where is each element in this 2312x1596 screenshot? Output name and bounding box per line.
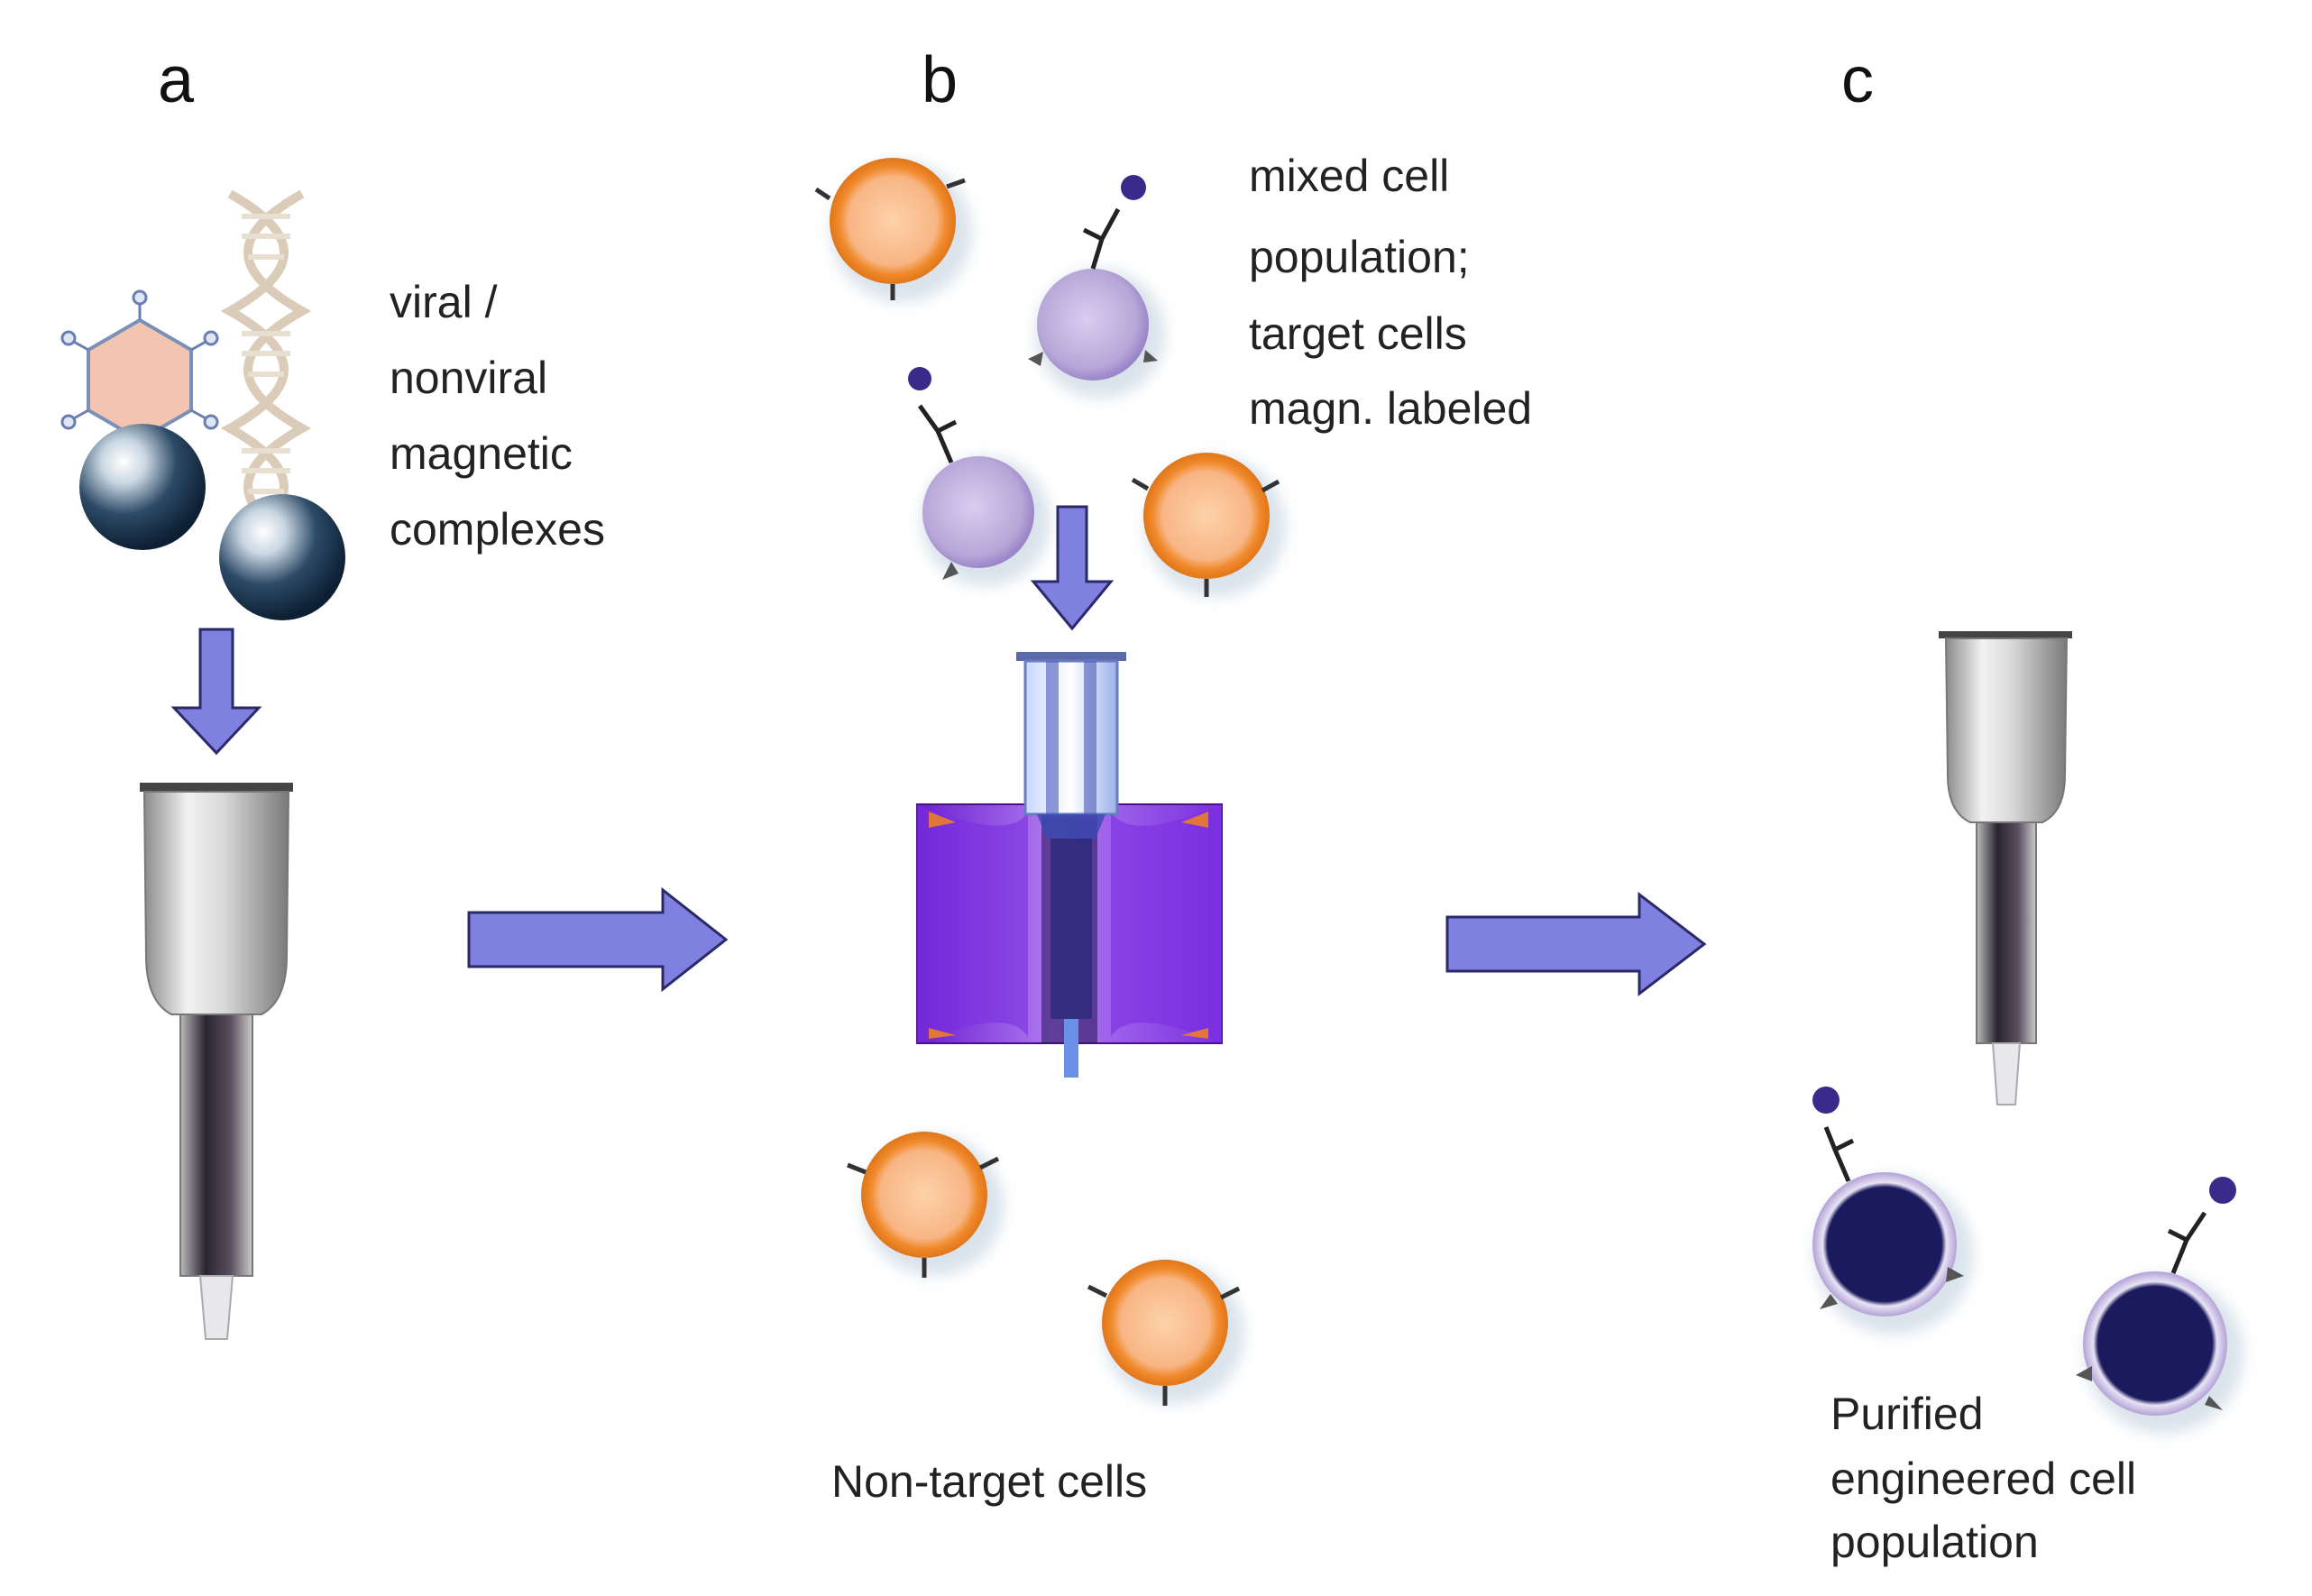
panel-a-caption-line-3: magnetic	[390, 428, 573, 479]
panel-b-caption-line-3: target cells	[1249, 308, 1467, 359]
arrow-down-icon	[1030, 505, 1115, 631]
panel-b-caption-line-4: magn. labeled	[1249, 383, 1532, 434]
panel-letter-c: c	[1841, 44, 1874, 116]
cell-icon	[2076, 1177, 2243, 1434]
arrow-right-icon	[1445, 891, 1707, 997]
panel-b-caption-line-2: population;	[1249, 232, 1470, 282]
panel-c-caption-line-2: engineered cell	[1830, 1454, 2136, 1504]
antibody-icon	[908, 367, 958, 463]
cell-icon	[847, 1132, 1004, 1278]
panel-letter-b: b	[922, 44, 958, 116]
cell-icon	[1087, 1260, 1244, 1406]
panel-letter-a: a	[158, 44, 195, 116]
panel-b-bottom-caption: Non-target cells	[831, 1456, 1147, 1507]
cell-icon	[1131, 453, 1286, 597]
arrow-down-icon	[170, 628, 262, 756]
column-icon	[140, 783, 293, 1340]
viral-complex-group	[60, 189, 345, 620]
dna-helix-icon	[220, 189, 312, 550]
antibody-icon	[1812, 1087, 1855, 1182]
antibody-icon	[2167, 1177, 2236, 1274]
cell-icon	[1812, 1087, 1973, 1335]
panel-a-caption-line-2: nonviral	[390, 353, 547, 403]
panel-c-caption-line-1: Purified	[1830, 1389, 1984, 1439]
panel-a-caption-line-1: viral /	[390, 277, 498, 327]
panel-a-caption-line-4: complexes	[390, 504, 605, 555]
panel-c-caption-line-3: population	[1830, 1517, 2039, 1567]
cell-icon	[814, 158, 972, 302]
panel-b-caption-line-1: mixed cell	[1249, 151, 1449, 201]
antibody-icon	[1082, 175, 1146, 270]
column-icon	[1939, 631, 2072, 1105]
cell-icon	[1028, 175, 1165, 399]
arrow-right-icon	[467, 886, 729, 993]
magnetic-bead-icon	[219, 494, 345, 620]
magnetic-bead-icon	[79, 424, 206, 550]
cell-icon	[908, 367, 1050, 586]
column-icon	[1016, 652, 1126, 1078]
